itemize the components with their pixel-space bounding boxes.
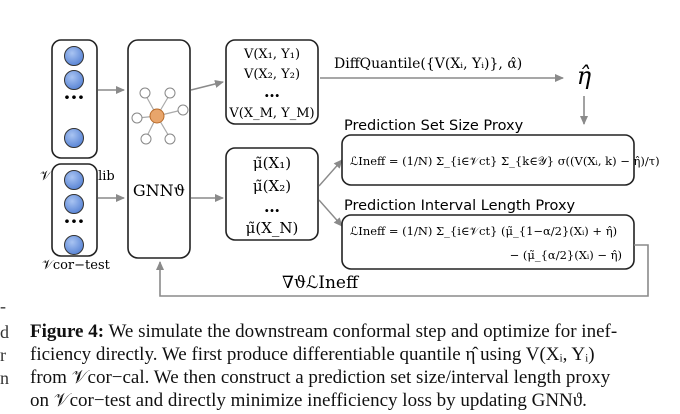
calib-score-row: V(X₂, Y₂) bbox=[243, 67, 300, 82]
calib-score-ellipsis: … bbox=[264, 82, 280, 101]
gnn-block bbox=[127, 39, 191, 259]
interval-formula-line2: − (μ̃_{α/2}(Xᵢ) − η̂) bbox=[510, 248, 622, 262]
set-size-proxy-title: Prediction Set Size Proxy bbox=[344, 118, 524, 134]
calib-score-row: V(X_M, Y_M) bbox=[228, 106, 314, 121]
caption-line: from 𝒱cor−cal. We then construct a predi… bbox=[30, 367, 611, 388]
margin-fragment: d bbox=[0, 322, 9, 342]
margin-fragment: r bbox=[0, 345, 6, 365]
caption-line: on 𝒱cor−test and directly minimize ineff… bbox=[30, 390, 587, 411]
interval-proxy-box bbox=[341, 214, 635, 270]
margin-fragment: - bbox=[0, 296, 6, 316]
graph-icon bbox=[131, 87, 189, 145]
figure-caption: Figure 4: We simulate the downstream con… bbox=[30, 320, 670, 412]
test-pred-ellipsis: … bbox=[264, 197, 280, 216]
interval-proxy-title: Prediction Interval Length Proxy bbox=[344, 198, 576, 214]
gnn-label: GNNϑ bbox=[133, 181, 185, 200]
set-size-proxy-box bbox=[341, 134, 635, 186]
gradient-feedback-arrow bbox=[156, 244, 649, 297]
margin-fragment: n bbox=[0, 368, 9, 388]
interval-formula-line1: ℒIneff = (1/N) Σ_{i∈𝒱ct} (μ̃_{1−α/2}(Xᵢ)… bbox=[350, 224, 617, 238]
caption-line: ficiency directly. We first produce diff… bbox=[30, 344, 595, 365]
test-pred-row: μ̃(X₂) bbox=[253, 177, 291, 195]
svg-text:···: ··· bbox=[64, 209, 85, 233]
set-size-formula: ℒIneff = (1/N) Σ_{i∈𝒱ct} Σ_{k∈𝒴} σ((V(Xᵢ… bbox=[350, 154, 660, 168]
eta-hat-label: η̂ bbox=[577, 62, 592, 90]
test-node-column: ··· bbox=[51, 163, 98, 257]
calib-node-column: ··· bbox=[51, 39, 98, 159]
figure-label: Figure 4: bbox=[30, 321, 105, 342]
svg-text:···: ··· bbox=[64, 85, 85, 109]
gradient-label: ∇ϑℒIneff bbox=[282, 273, 360, 293]
test-pred-row: μ̃(X_N) bbox=[246, 219, 299, 237]
test-pred-block bbox=[225, 147, 319, 241]
calib-score-block bbox=[225, 39, 319, 125]
diff-quantile-label: DiffQuantile({V(Xᵢ, Yᵢ)}, α̂) bbox=[334, 56, 522, 72]
caption-line: We simulate the downstream conformal ste… bbox=[108, 321, 618, 342]
test-set-label: 𝒱cor−test bbox=[42, 258, 111, 273]
calib-score-row: V(X₁, Y₁) bbox=[243, 47, 300, 62]
test-pred-row: μ̃(X₁) bbox=[253, 154, 291, 172]
conformal-pipeline-diagram: ··· 𝒱cor−calib ··· 𝒱cor−test GNNϑ V(X₁, … bbox=[40, 39, 660, 297]
